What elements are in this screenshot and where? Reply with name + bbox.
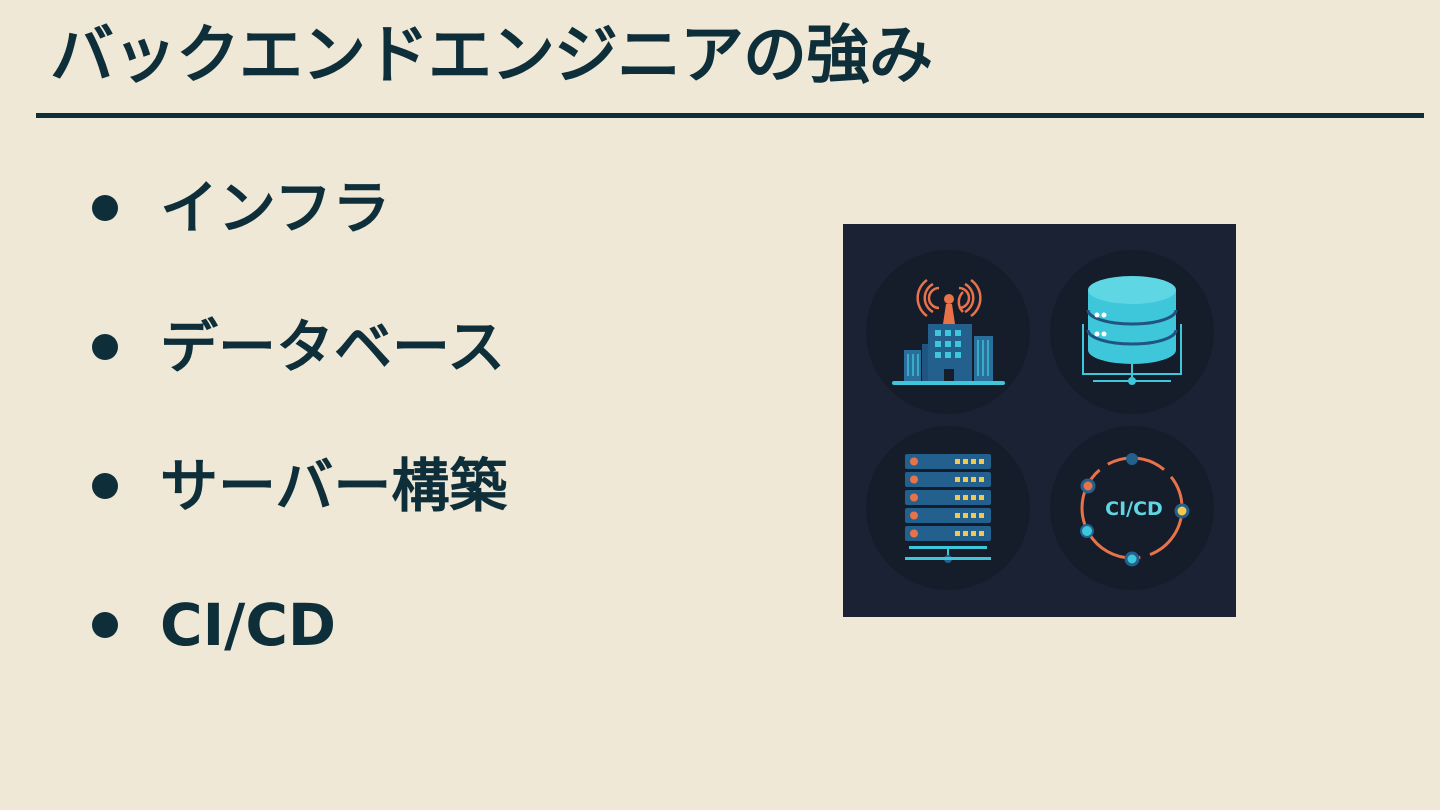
bullet-label: CI/CD [160, 591, 337, 659]
title-divider [36, 113, 1424, 118]
infrastructure-icon [892, 278, 1005, 385]
bullet-label: インフラ [160, 174, 391, 242]
bullet-dot [92, 195, 118, 221]
backend-icons-panel: CI/CD [843, 224, 1236, 617]
backend-illustration: CI/CD [843, 224, 1236, 617]
bullet-label: サーバー構築 [160, 452, 508, 520]
bullet-dot [92, 473, 118, 499]
bullet-label: データベース [160, 313, 506, 381]
bullet-item-database: データベース [92, 307, 507, 387]
bullet-list: インフラ データベース サーバー構築 CI/CD [92, 168, 507, 724]
server-rack-icon [905, 454, 991, 563]
bullet-item-server: サーバー構築 [92, 446, 507, 526]
database-icon [1082, 276, 1182, 385]
bullet-item-infrastructure: インフラ [92, 168, 507, 248]
icon-circle [1050, 426, 1214, 590]
bullet-dot [92, 612, 118, 638]
ci-cd-cycle-icon: CI/CD [1080, 453, 1190, 567]
cicd-label: CI/CD [1105, 498, 1163, 520]
bullet-dot [92, 334, 118, 360]
bullet-item-cicd: CI/CD [92, 585, 507, 665]
slide-title: バックエンドエンジニアの強み [50, 19, 933, 93]
